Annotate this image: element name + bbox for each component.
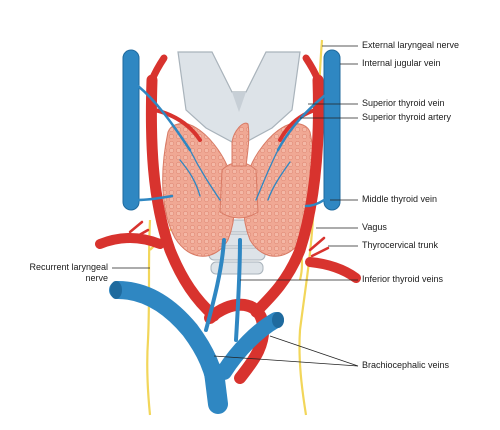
right-inferior-thyroid-vein xyxy=(234,238,242,342)
left-inferior-thyroid-vein xyxy=(204,238,226,332)
cartilage-notch-shadow xyxy=(232,92,246,112)
right-subclavian-artery xyxy=(305,257,361,283)
right-superior-thyroid-artery xyxy=(278,108,317,142)
left-superior-thyroid-artery xyxy=(153,108,202,142)
left-vagus-nerve xyxy=(146,219,152,416)
label-external-laryngeal-nerve: External laryngeal nerve xyxy=(362,40,460,50)
label-brachiocephalic-veins: Brachiocephalic veins xyxy=(362,360,450,370)
label-vagus: Vagus xyxy=(362,222,387,232)
label-recurrent-laryngeal-nerve-line1: Recurrent laryngeal xyxy=(29,262,108,272)
thyrocervical-trunk xyxy=(308,236,330,258)
veins xyxy=(109,49,341,414)
label-superior-thyroid-vein: Superior thyroid vein xyxy=(362,98,445,108)
right-common-carotid-artery xyxy=(250,74,324,318)
right-brachiocephalic-vein xyxy=(216,312,284,380)
thyroid-isthmus xyxy=(219,162,259,219)
left-internal-jugular-vein xyxy=(122,49,140,211)
leader-brachiocephalic-veins-1 xyxy=(269,335,359,367)
label-middle-thyroid-vein: Middle thyroid vein xyxy=(362,194,438,204)
left-superior-thyroid-vein xyxy=(136,84,192,152)
left-middle-thyroid-vein xyxy=(136,194,174,202)
label-thyrocervical-trunk: Thyrocervical trunk xyxy=(362,240,439,250)
right-internal-jugular-vein xyxy=(323,49,341,211)
label-inferior-thyroid-veins: Inferior thyroid veins xyxy=(362,274,444,284)
left-subclavian-artery xyxy=(95,233,165,249)
right-external-carotid xyxy=(302,54,322,84)
left-subclavian-vein-stub xyxy=(110,281,122,299)
leader-brachiocephalic-veins-2 xyxy=(213,355,359,367)
superior-vena-cava xyxy=(204,362,228,414)
right-middle-thyroid-vein xyxy=(304,198,326,208)
thyroid-gland xyxy=(162,122,316,257)
pyramidal-lobe xyxy=(231,122,250,167)
label-recurrent-laryngeal-nerve: Recurrent laryngeal nerve xyxy=(8,262,108,284)
right-superior-thyroid-vein xyxy=(276,94,326,152)
label-internal-jugular-vein: Internal jugular vein xyxy=(362,58,441,68)
right-brachiocephalic-vein-stub xyxy=(272,312,284,328)
leader-lines xyxy=(112,45,359,367)
label-superior-thyroid-artery: Superior thyroid artery xyxy=(362,112,452,122)
left-external-carotid xyxy=(148,54,168,84)
left-thyrocervical-trunk xyxy=(128,220,150,240)
thyroid-venous-branches xyxy=(179,149,291,201)
label-recurrent-laryngeal-nerve-line2: nerve xyxy=(85,273,108,283)
left-common-carotid-artery xyxy=(145,74,220,322)
